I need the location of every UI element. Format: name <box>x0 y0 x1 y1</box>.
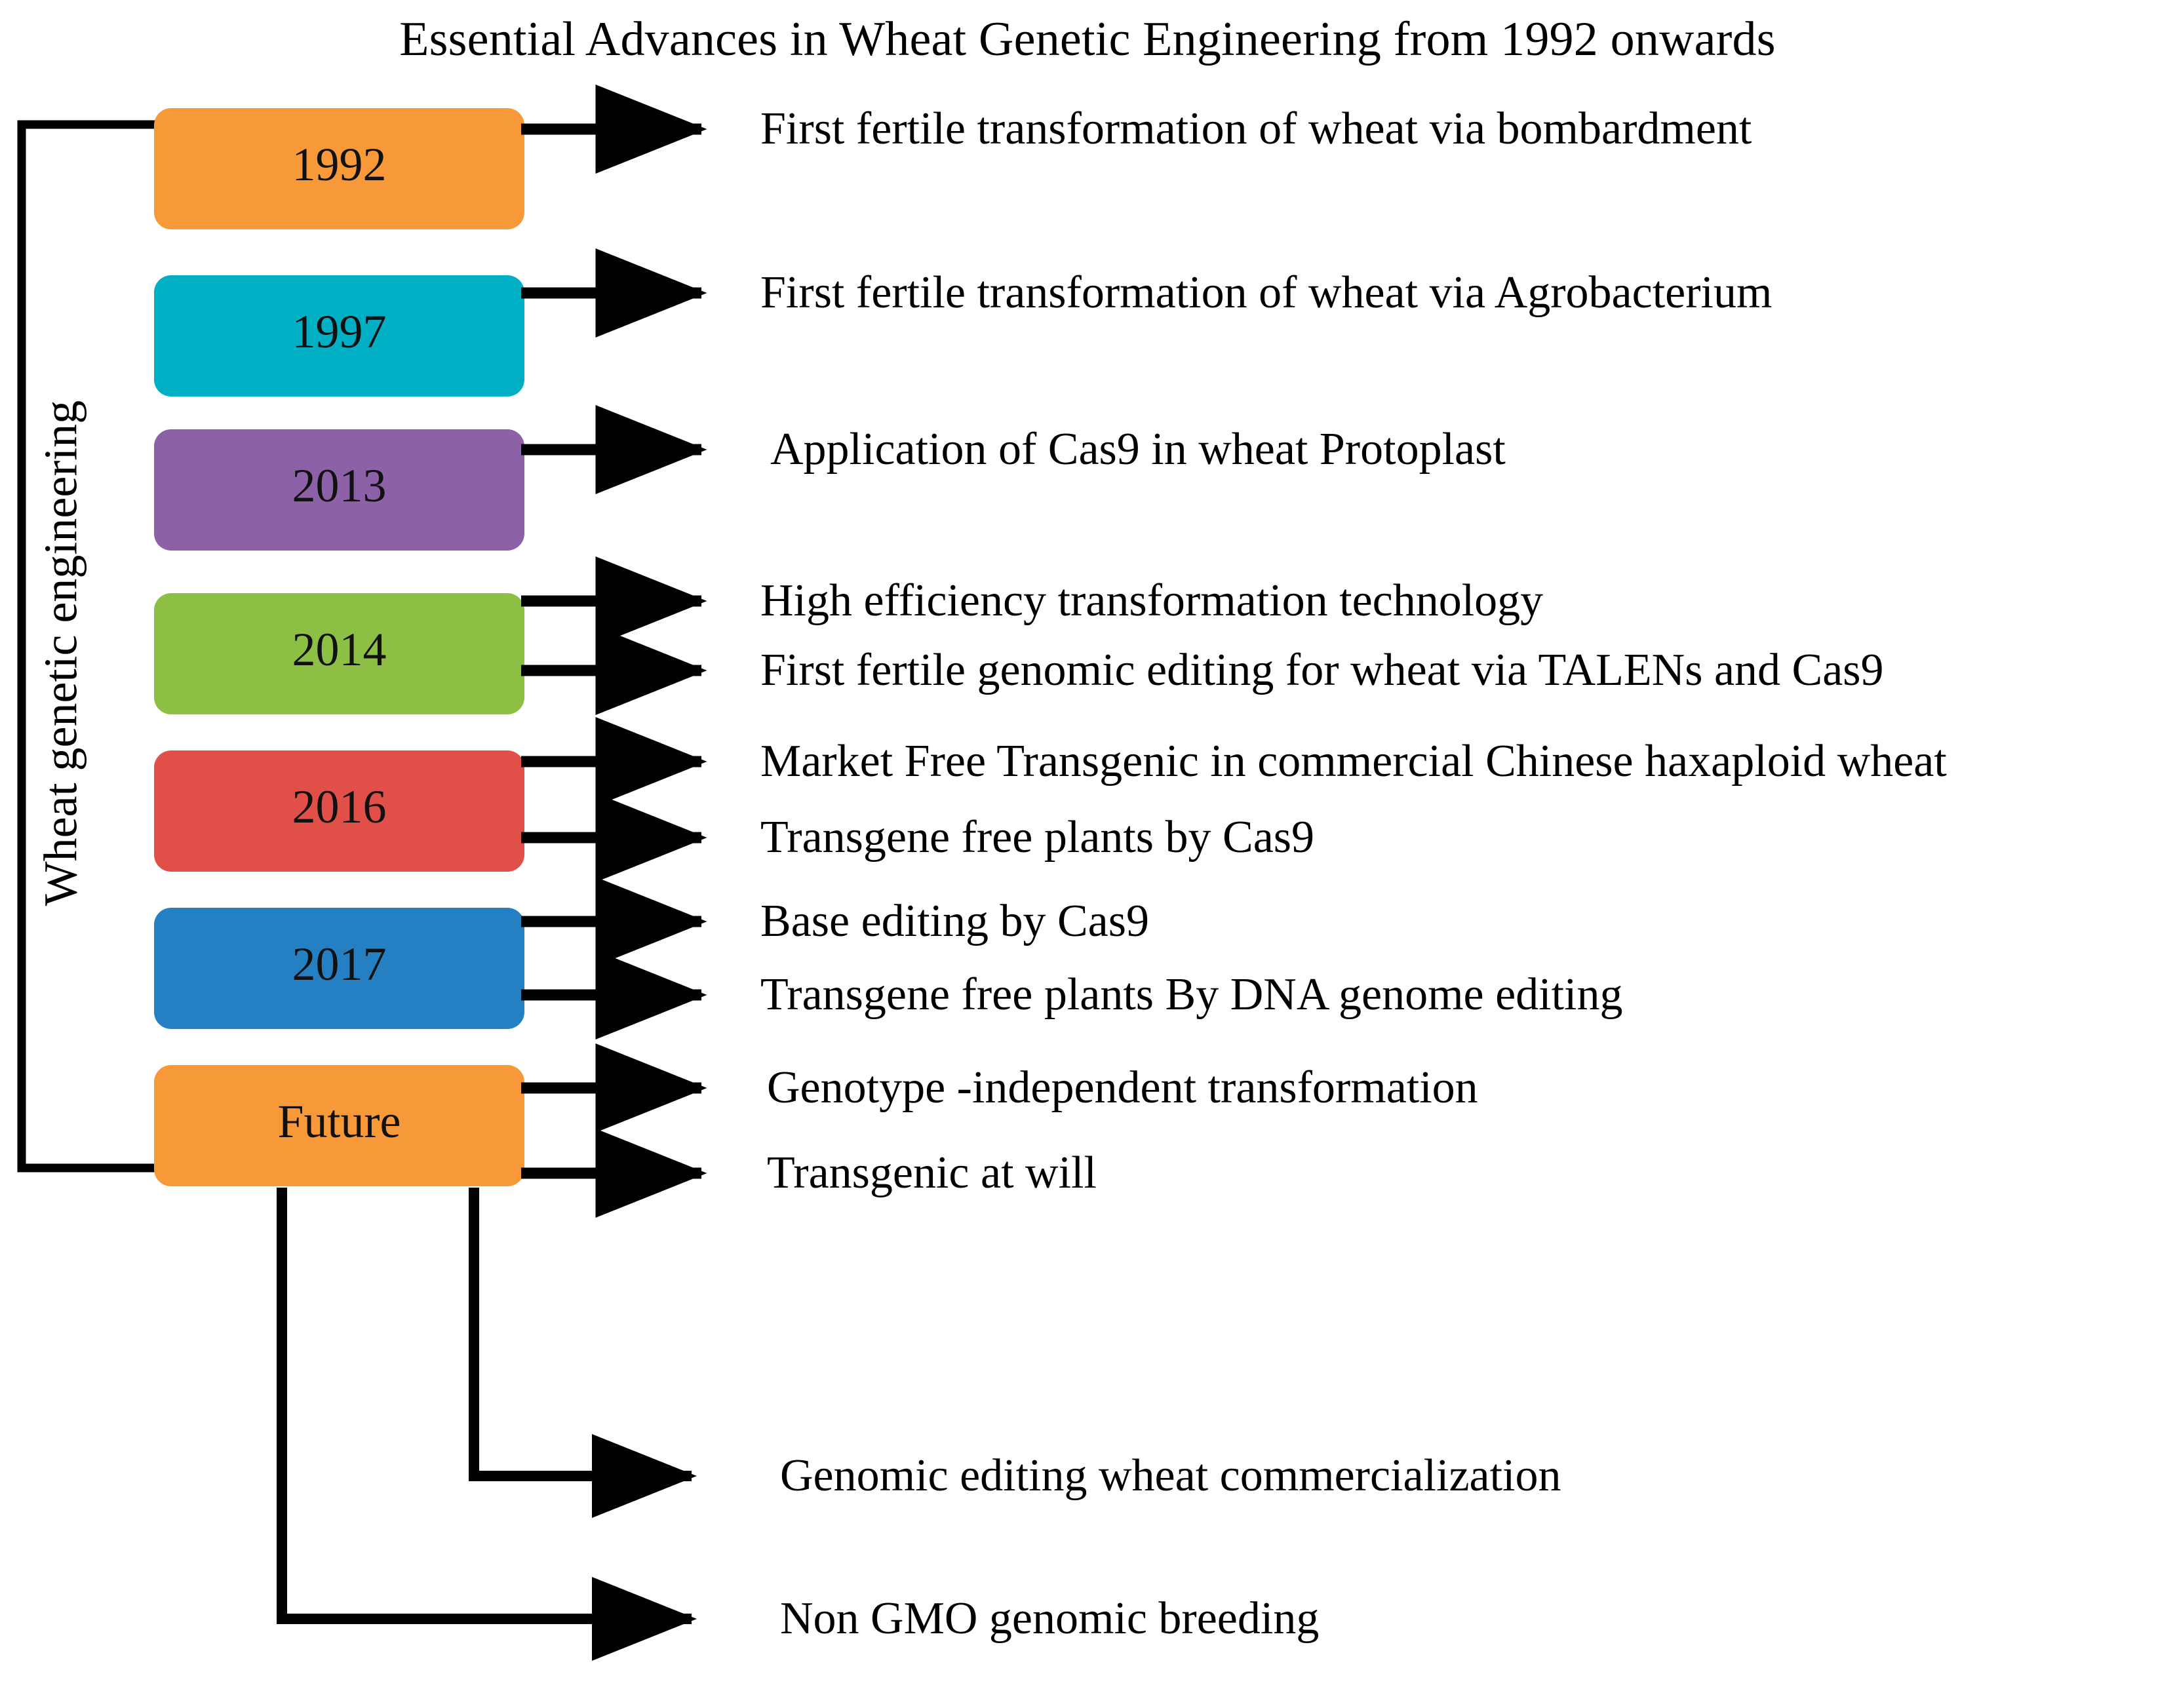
figure-title: Essential Advances in Wheat Genetic Engi… <box>399 12 1776 66</box>
future-branches <box>277 1188 697 1661</box>
milestone-text-future-transgenic-will: Transgenic at will <box>767 1148 1097 1198</box>
node-box-2014[interactable] <box>154 593 524 714</box>
milestone-text-future-commercialization: Genomic editing wheat commercialization <box>780 1450 1561 1501</box>
axis-label-wheat-genetic-engineering: Wheat genetic engineering <box>34 400 87 906</box>
timeline-boxes <box>154 108 524 1186</box>
milestone-text-2016-transgene-free: Transgene free plants by Cas9 <box>760 812 1315 863</box>
milestone-text-future-non-gmo: Non GMO genomic breeding <box>780 1593 1320 1644</box>
branch-commercialization <box>469 1188 697 1518</box>
milestone-text-2017-dna-genome: Transgene free plants By DNA genome edit… <box>760 969 1623 1020</box>
node-box-future[interactable] <box>154 1065 524 1186</box>
milestone-text-1992-bombardment: First fertile transformation of wheat vi… <box>760 104 1752 154</box>
node-box-2016[interactable] <box>154 750 524 872</box>
milestone-text-future-genotype-indep: Genotype -independent transformation <box>767 1062 1478 1113</box>
branch-non-gmo <box>277 1188 697 1661</box>
milestone-text-2013-cas9-protoplast: Application of Cas9 in wheat Protoplast <box>770 424 1506 475</box>
connector-arrows <box>521 85 707 1218</box>
milestone-text-2014-talens-cas9: First fertile genomic editing for wheat … <box>760 645 1884 695</box>
node-box-2013[interactable] <box>154 429 524 551</box>
milestone-text-2014-high-efficiency: High efficiency transformation technolog… <box>760 575 1544 626</box>
node-box-1992[interactable] <box>154 108 524 229</box>
milestone-text-2016-market-free: Market Free Transgenic in commercial Chi… <box>760 736 1947 786</box>
node-box-2017[interactable] <box>154 908 524 1029</box>
milestone-text-1997-agrobacterium: First fertile transformation of wheat vi… <box>760 267 1773 318</box>
milestone-text-2017-base-editing: Base editing by Cas9 <box>760 896 1149 946</box>
node-box-1997[interactable] <box>154 275 524 397</box>
